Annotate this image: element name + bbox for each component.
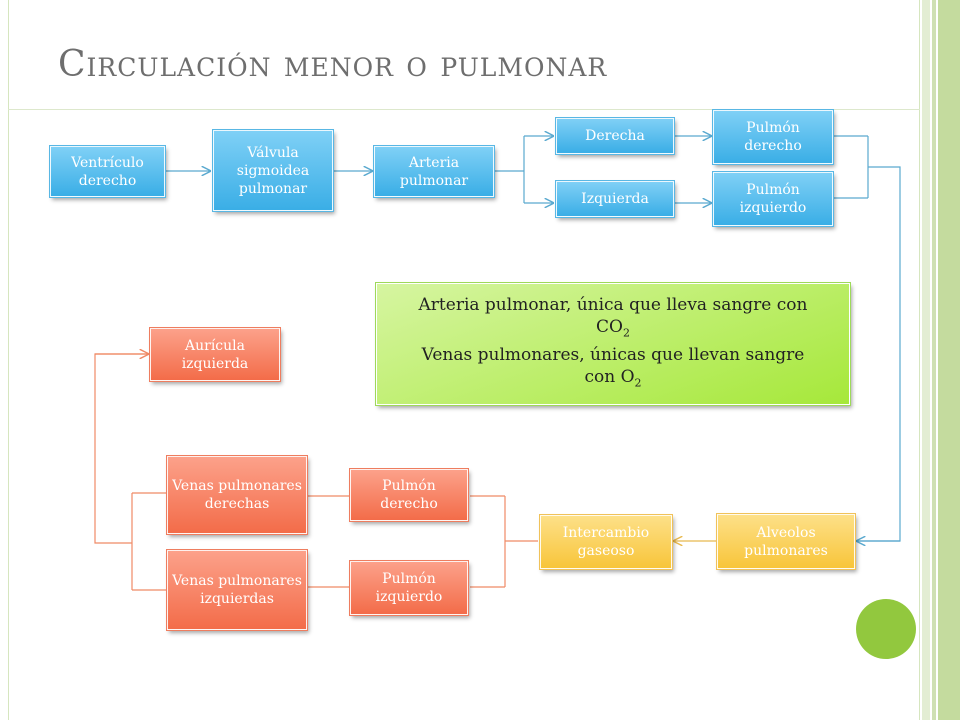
decorative-green-circle xyxy=(856,599,916,659)
node-auricula-izquierda: Aurícula izquierda xyxy=(149,327,281,382)
node-izquierda: Izquierda xyxy=(555,180,675,218)
node-pulmon-derecho-bottom: Pulmón derecho xyxy=(349,468,469,522)
note-o2-formula: con O xyxy=(584,367,635,387)
right-border-stripe xyxy=(932,0,936,720)
node-ventriculo-derecho: Ventrículo derecho xyxy=(49,145,166,198)
node-venas-pulmonares-izquierdas: Venas pulmonares izquierdas xyxy=(166,549,308,631)
node-pulmon-izquierdo-bottom: Pulmón izquierdo xyxy=(349,560,469,616)
note-line-venas: Venas pulmonares, únicas que llevan sang… xyxy=(422,344,805,394)
node-intercambio-gaseoso: Intercambio gaseoso xyxy=(539,514,673,570)
node-venas-pulmonares-derechas: Venas pulmonares derechas xyxy=(166,455,308,535)
node-derecha: Derecha xyxy=(555,117,675,155)
note-line-arteria: Arteria pulmonar, única que lleva sangre… xyxy=(419,294,808,344)
connector-arteria-branches xyxy=(493,136,525,203)
node-valvula-sigmoidea: Válvula sigmoidea pulmonar xyxy=(212,129,334,212)
title-divider xyxy=(8,109,920,110)
note-o2-subscript: 2 xyxy=(634,376,642,390)
connector-venas-merge xyxy=(94,353,166,591)
info-note: Arteria pulmonar, única que lleva sangre… xyxy=(375,282,851,406)
node-pulmon-derecho-top: Pulmón derecho xyxy=(712,109,834,165)
node-alveolos-pulmonares: Alveolos pulmonares xyxy=(716,513,856,570)
note-venas-text: Venas pulmonares, únicas que llevan sang… xyxy=(421,345,805,365)
slide-title: Circulación menor o pulmonar xyxy=(58,44,608,85)
note-co2-formula: CO xyxy=(596,316,623,337)
slide-frame xyxy=(8,0,920,720)
note-arteria-text: Arteria pulmonar, única que lleva sangre… xyxy=(418,294,808,315)
connector-intercambio-pulmones xyxy=(470,495,538,588)
note-co2-subscript: 2 xyxy=(622,326,630,339)
node-arteria-pulmonar: Arteria pulmonar xyxy=(373,145,495,198)
right-border-stripe xyxy=(922,0,930,720)
node-pulmon-izquierdo-top: Pulmón izquierdo xyxy=(712,171,834,227)
right-border-stripe xyxy=(938,0,960,720)
connector-pulmones-merge xyxy=(833,135,901,542)
